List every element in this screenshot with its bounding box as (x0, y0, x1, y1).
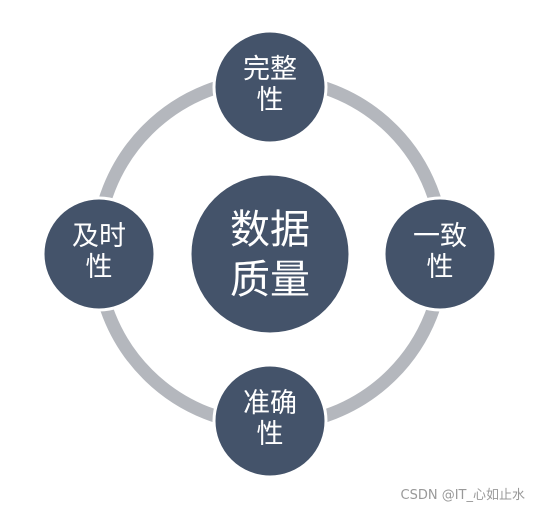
node-right-label-line1: 一致 (413, 221, 467, 252)
watermark: CSDN @IT_心如止水 (400, 488, 525, 503)
center-node: 数据 质量 (188, 172, 352, 336)
center-label-line1: 数据 (230, 207, 310, 253)
node-bottom-label-line2: 性 (257, 419, 284, 450)
node-top-label-line1: 完整 (243, 54, 297, 85)
node-top-label-line2: 性 (257, 85, 284, 116)
node-left-label-line2: 性 (86, 252, 113, 283)
node-right: 一致 性 (382, 196, 498, 312)
node-left-label-line1: 及时 (72, 221, 126, 252)
node-top: 完整 性 (212, 29, 328, 145)
node-top-circle (212, 29, 328, 145)
node-bottom: 准确 性 (212, 363, 328, 479)
center-label-line2: 质量 (230, 257, 310, 303)
node-left: 及时 性 (41, 196, 157, 312)
node-left-circle (41, 196, 157, 312)
node-bottom-label-line1: 准确 (243, 388, 297, 419)
center-circle (188, 172, 352, 336)
node-bottom-circle (212, 363, 328, 479)
node-right-circle (382, 196, 498, 312)
node-right-label-line2: 性 (427, 252, 454, 283)
